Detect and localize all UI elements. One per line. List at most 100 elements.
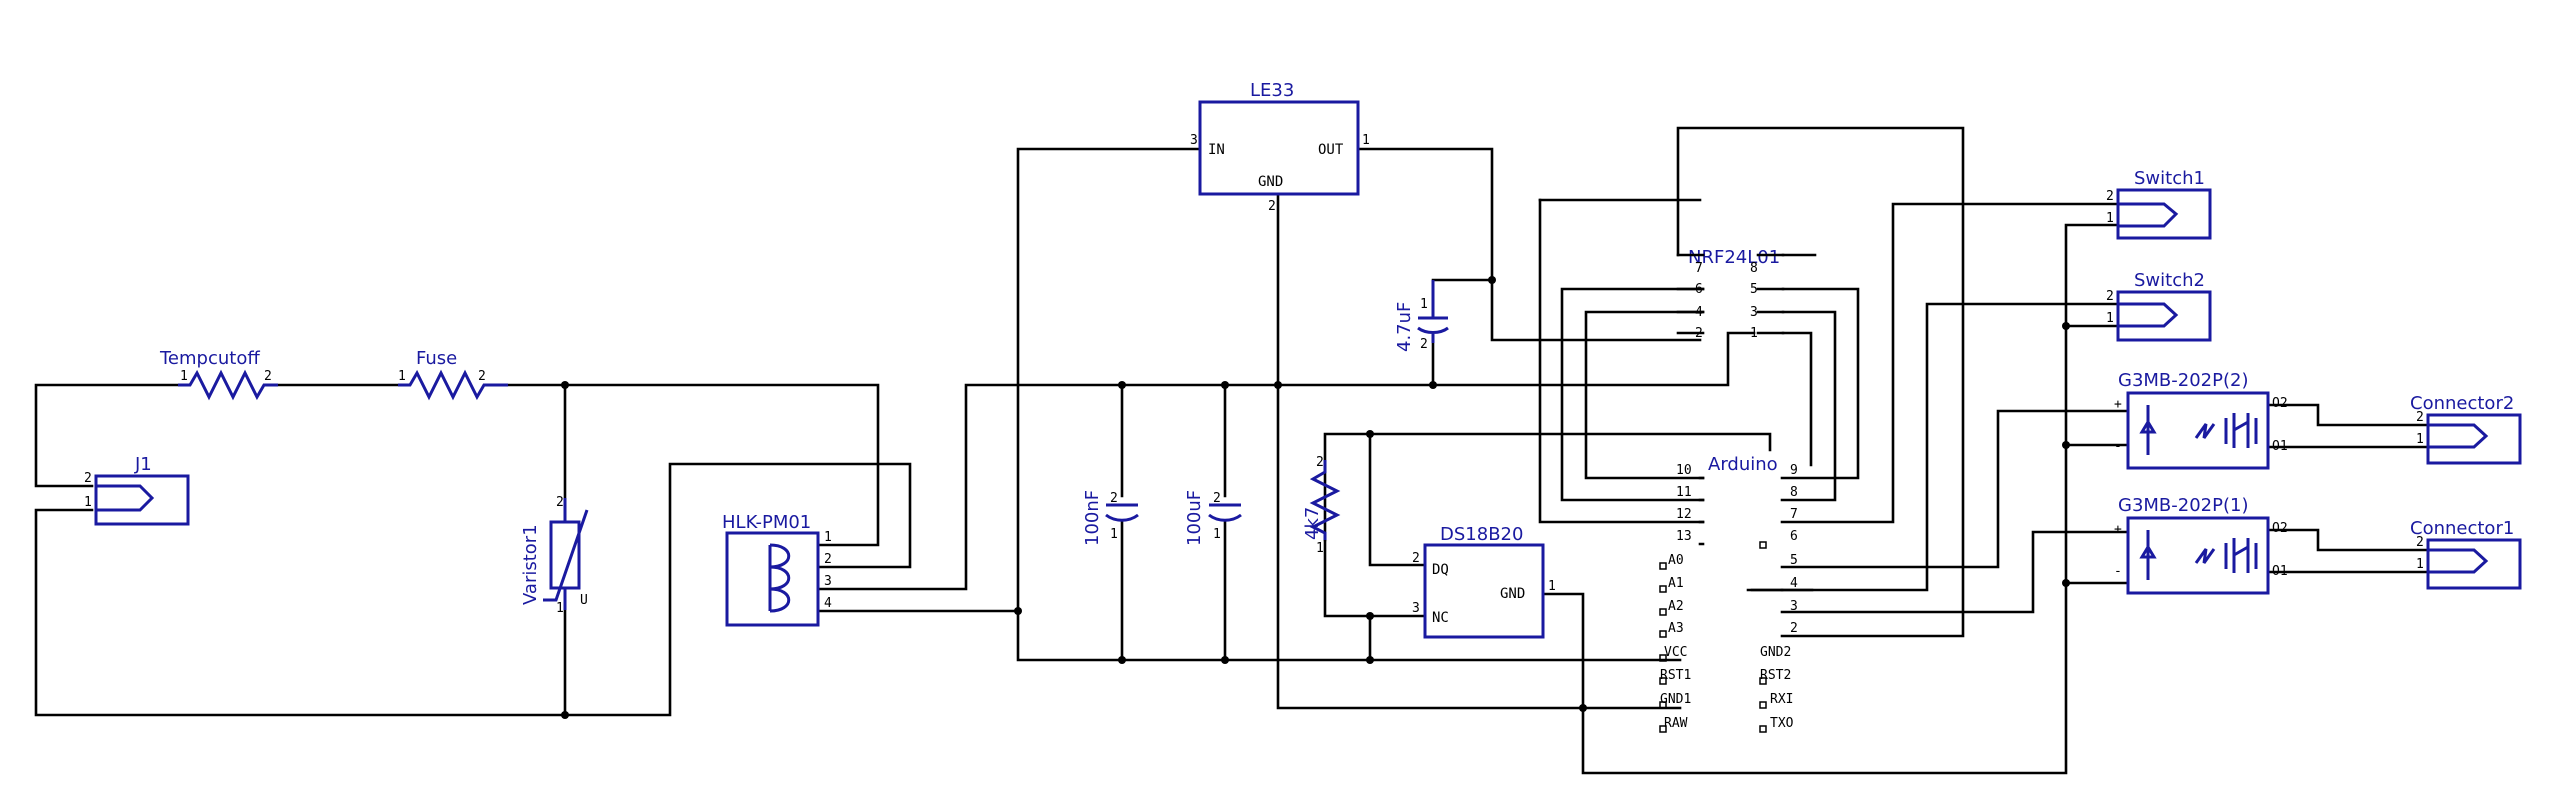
ard-pin-7: 7 [1790,507,1798,522]
ard-pin-12: 12 [1676,507,1692,522]
ds18b20-sensor[interactable]: DS18B20 DQ NC GND 2 3 1 [1412,524,1556,639]
fuse-label: Fuse [416,348,457,369]
c100uf-pin-2: 2 [1213,491,1221,506]
switch1-pin-2: 2 [2106,189,2114,204]
arduino-left-pins: 10 11 12 13 A0 A1 A2 A3 VCC RST1 GND1 RA… [1660,463,1692,731]
ds-pin-1: 1 [1548,579,1556,594]
le33-gnd-label: GND [1258,174,1283,190]
wire-nrf-long [1538,198,1705,524]
varistor1-label: Varistor1 [520,524,541,605]
wire-nrf-c [1780,287,1860,480]
relay1-plus: + [2114,522,2122,537]
fuse-resistor[interactable]: Fuse 1 2 [398,348,508,401]
connector1[interactable]: Connector1 2 1 [2410,518,2522,590]
nrf-label: NRF24L01 [1688,247,1780,268]
hlk-pm01-label: HLK-PM01 [722,512,811,533]
wire-nrf-a [1560,287,1705,502]
nrf-pin-5: 5 [1750,282,1758,297]
r4k7-pin-1: 1 [1316,541,1324,556]
r4k7-pin-2: 2 [1316,455,1324,470]
tempcutoff-pin-1: 1 [180,369,188,384]
ard-pin-gnd2: GND2 [1760,645,1791,660]
ard-pin-gnd1: GND1 [1660,692,1691,707]
j1-pin-1: 1 [84,495,92,510]
le33-pin-3: 3 [1190,133,1198,148]
hlk-pin-1: 1 [824,530,832,545]
nrf-pin-1: 1 [1750,326,1758,341]
wire-le33-in [1016,147,1202,613]
arduino-pro-mini[interactable]: Arduino 10 11 12 13 A0 A1 A2 A3 VCC RST1… [1659,454,1814,733]
tempcutoff-resistor[interactable]: Tempcutoff 1 2 [159,348,278,401]
c47-pin-1: 1 [1420,297,1428,312]
wire-nrf-e [1781,331,1813,467]
relay1-minus: - [2114,564,2122,579]
ds-pin-3: 3 [1412,601,1420,616]
relay2-label: G3MB-202P(2) [2118,370,2248,391]
ard-pin-txo: TXO [1770,716,1794,731]
ard-pin-a3: A3 [1668,621,1684,636]
ds-dq-label: DQ [1432,562,1449,578]
arduino-pad-markers [1659,541,1767,733]
nrf-pin-3: 3 [1750,305,1758,320]
tempcutoff-label: Tempcutoff [159,348,260,369]
le33-out-label: OUT [1318,142,1344,158]
nrf-pin-7: 7 [1695,261,1703,276]
relay-g3mb-1[interactable]: G3MB-202P(1) + - O2 O1 [2114,495,2288,595]
switch1-pin-1: 1 [2106,211,2114,226]
resistor-4k7[interactable]: 4k7 2 1 [1302,455,1341,556]
wire-ac-neutral [34,462,912,717]
hlk-pin-4: 4 [824,596,832,611]
ard-pin-10: 10 [1676,463,1692,478]
ard-pin-rst2: RST2 [1760,668,1791,683]
r4k7-label: 4k7 [1302,507,1323,540]
wires [34,126,2430,775]
wire-relay2-plus [1780,409,2130,569]
j1-label: J1 [134,454,152,475]
switch2-label: Switch2 [2134,270,2205,291]
ard-pin-a2: A2 [1668,599,1684,614]
connector1-pin-1: 1 [2416,557,2424,572]
capacitor-100nf[interactable]: 100nF 2 1 [1082,490,1139,546]
wire-ds-gnd [1541,592,1585,710]
j1-connector[interactable]: J1 2 1 [84,454,190,526]
relay1-label: G3MB-202P(1) [2118,495,2248,516]
hlk-pm01-module[interactable]: HLK-PM01 1 2 3 4 [722,512,832,627]
wire-gnd-rail [1016,609,1682,662]
switch2-connector[interactable]: Switch2 2 1 [2106,270,2212,342]
wire-switch2-2 [1780,302,2120,592]
capacitor-100uf[interactable]: 100uF 2 1 [1184,490,1242,546]
le33-pin-2: 2 [1268,199,1276,214]
tempcutoff-pin-2: 2 [264,369,272,384]
ard-pin-a0: A0 [1668,553,1684,568]
hlk-pin-2: 2 [824,552,832,567]
ard-pin-9: 9 [1790,463,1798,478]
relay1-o1: O1 [2272,564,2288,579]
ard-pin-4: 4 [1790,576,1798,591]
capacitor-4-7uf[interactable]: 4.7uF 1 2 [1394,280,1449,352]
wire-ds-gnd-down [1581,223,2120,775]
c100uf-pin-1: 1 [1213,527,1221,542]
connector2-label: Connector2 [2410,393,2514,414]
ard-pin-raw: RAW [1664,716,1688,731]
ard-pin-6: 6 [1790,529,1798,544]
varistor1[interactable]: Varistor1 2 1 U [520,495,589,616]
switch1-connector[interactable]: Switch1 2 1 [2106,168,2212,240]
wire-relay-minus [2064,443,2130,585]
le33-regulator[interactable]: LE33 IN OUT GND 3 1 2 [1190,80,1370,214]
relay-g3mb-2[interactable]: G3MB-202P(2) + - O2 O1 [2114,370,2288,470]
nrf24l01-module[interactable]: NRF24L01 7 8 6 5 4 3 2 1 [1676,247,1785,341]
j1-pin-2: 2 [84,471,92,486]
ds-pin-2: 2 [1412,551,1420,566]
fuse-pin-1: 1 [398,369,406,384]
ard-pin-11: 11 [1676,485,1692,500]
ard-pin-vcc: VCC [1664,645,1687,660]
wire-relay1-plus [1780,530,2130,614]
wire-4k7-top [1323,432,1427,567]
relay2-o2: O2 [2272,396,2288,411]
ard-pin-rst1: RST1 [1660,668,1691,683]
connector2[interactable]: Connector2 2 1 [2410,393,2522,465]
hlk-pin-3: 3 [824,574,832,589]
le33-label: LE33 [1250,80,1294,101]
ard-pin-5: 5 [1790,553,1798,568]
ard-pin-2: 2 [1790,621,1798,636]
